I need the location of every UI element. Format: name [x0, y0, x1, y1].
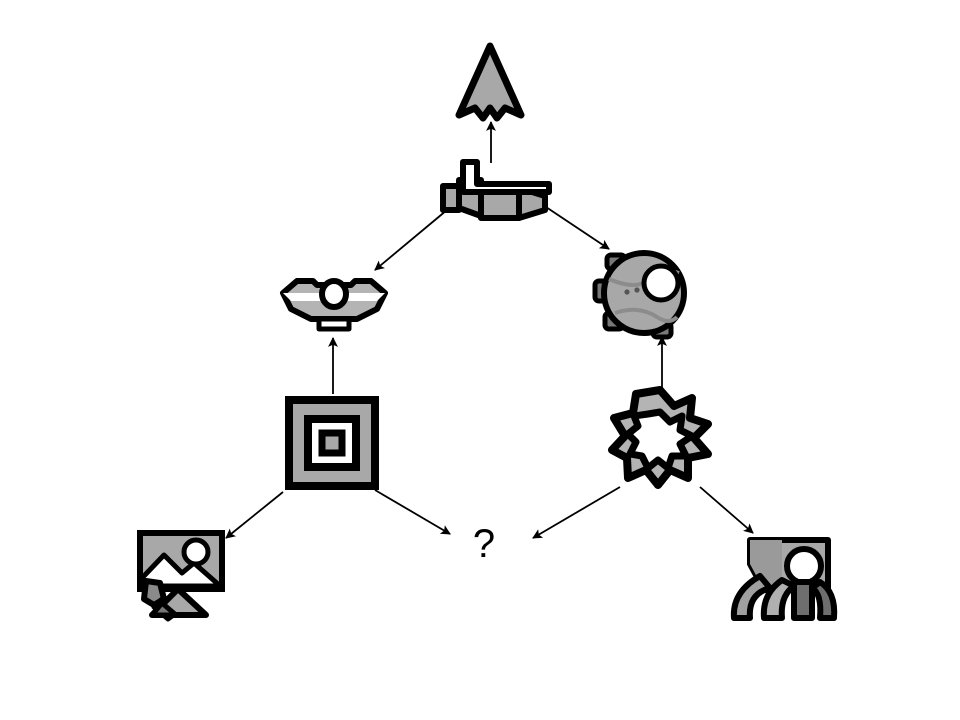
- arrowhead-craft-icon: [455, 42, 525, 122]
- edge-square-to-unknown: [374, 489, 451, 535]
- edge-spaceship-to-saucer: [374, 209, 448, 271]
- image-frame-robot-icon: [137, 530, 225, 622]
- edges-group: [225, 121, 754, 539]
- node-arrowhead-craft[interactable]: [453, 42, 527, 134]
- node-walker-lander[interactable]: [724, 530, 840, 626]
- node-image-frame-robot[interactable]: [132, 527, 232, 623]
- spaceship-icon: [440, 159, 552, 221]
- node-spaceship[interactable]: [433, 158, 561, 230]
- flying-saucer-icon: [280, 278, 388, 332]
- node-nested-square[interactable]: [284, 395, 380, 491]
- node-sphere-droid[interactable]: [589, 245, 699, 343]
- nested-square-icon: [285, 396, 379, 490]
- edge-starburst-to-walker: [699, 486, 754, 534]
- edge-starburst-to-unknown: [532, 486, 621, 539]
- unknown-node[interactable]: ?: [472, 522, 496, 566]
- walker-lander-icon: [730, 537, 838, 621]
- edge-spaceship-to-sphere: [542, 204, 610, 250]
- node-starburst[interactable]: [608, 386, 714, 490]
- edge-square-to-imagebot: [225, 491, 284, 539]
- node-flying-saucer[interactable]: [277, 271, 391, 333]
- sphere-droid-icon: [592, 250, 687, 340]
- starburst-icon: [608, 386, 712, 489]
